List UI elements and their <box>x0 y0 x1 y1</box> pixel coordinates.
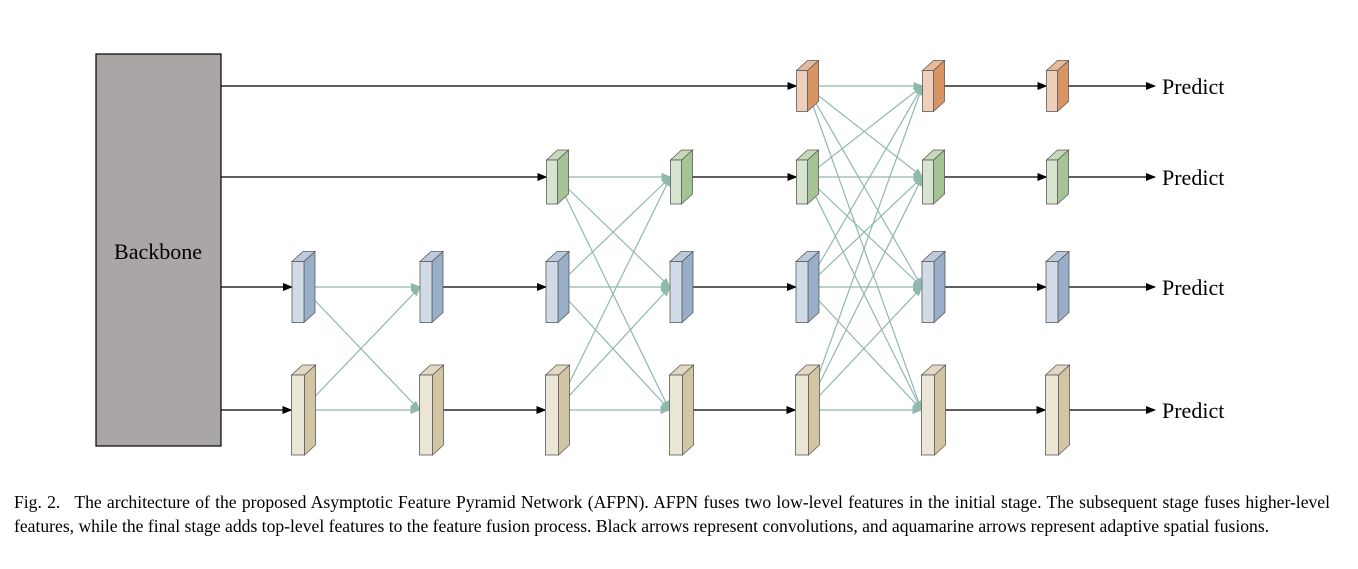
feature-block-level-3-col-1 <box>290 250 317 324</box>
feature-block-level-2-col-6 <box>921 149 946 205</box>
feature-block-front <box>291 261 305 323</box>
feature-block-level-3-col-5 <box>794 250 821 324</box>
feature-block-level-2-col-7 <box>1045 149 1070 205</box>
feature-block-front <box>291 374 305 456</box>
feature-block-side <box>304 364 316 456</box>
feature-blocks <box>290 59 1071 456</box>
feature-block-level-3-col-7 <box>1044 250 1071 324</box>
feature-block-side <box>933 250 946 324</box>
feature-block-level-4-col-6 <box>920 364 947 456</box>
feature-block-level-3-col-4 <box>668 250 695 324</box>
fusion-arrow-stage-3-4-to-1 <box>805 85 924 411</box>
feature-block-front <box>669 374 683 456</box>
figure-caption: Fig. 2.The architecture of the proposed … <box>14 490 1330 538</box>
feature-block-level-4-col-5 <box>794 364 821 456</box>
fusion-arrow-stage-3-3-to-1 <box>805 85 924 288</box>
feature-block-front <box>1046 70 1058 112</box>
feature-block-level-3-col-3 <box>544 250 571 324</box>
fusion-arrows <box>301 82 924 414</box>
feature-block-side <box>303 250 316 324</box>
caption-text: The architecture of the proposed Asympto… <box>14 492 1331 536</box>
feature-block-front <box>1046 159 1058 205</box>
feature-block-side <box>681 250 694 324</box>
feature-block-side <box>431 250 444 324</box>
feature-block-level-1-col-6 <box>921 59 946 113</box>
feature-block-side <box>1057 250 1070 324</box>
feature-block-level-4-col-2 <box>418 364 445 456</box>
figure-label: Fig. 2. <box>14 492 61 512</box>
feature-block-side <box>432 364 444 456</box>
feature-block-level-2-col-3 <box>545 149 570 205</box>
feature-block-side <box>558 364 570 456</box>
fusion-arrow-stage-2-4-to-2 <box>555 176 672 411</box>
feature-block-front <box>545 261 559 323</box>
feature-block-front <box>419 261 433 323</box>
feature-block-front <box>921 261 935 323</box>
feature-block-front <box>795 261 809 323</box>
predict-outputs: Predict Predict Predict Predict <box>1162 74 1224 423</box>
feature-block-front <box>796 70 808 112</box>
feature-block-front <box>546 159 558 205</box>
feature-block-side <box>934 364 946 456</box>
predict-label-level-3: Predict <box>1162 275 1224 300</box>
fusion-arrow-stage-3-4-to-2 <box>805 176 924 411</box>
predict-label-level-4: Predict <box>1162 398 1224 423</box>
predict-label-level-2: Predict <box>1162 165 1224 190</box>
feature-block-front <box>1045 374 1059 456</box>
feature-block-level-2-col-4 <box>669 149 694 205</box>
feature-block-side <box>808 364 820 456</box>
feature-block-front <box>922 70 934 112</box>
fusion-arrow-stage-3-4-to-3 <box>805 286 923 411</box>
fusion-arrow-stage-3-3-to-2 <box>805 176 924 288</box>
feature-block-level-4-col-4 <box>668 364 695 456</box>
feature-block-side <box>807 250 820 324</box>
feature-block-side <box>682 364 694 456</box>
feature-block-level-3-col-6 <box>920 250 947 324</box>
feature-block-side <box>1058 364 1070 456</box>
feature-block-front <box>795 374 809 456</box>
fusion-arrow-stage-3-2-to-1 <box>805 85 924 178</box>
fusion-arrow-stage-2-4-to-3 <box>555 286 671 411</box>
feature-block-level-4-col-1 <box>290 364 317 456</box>
feature-block-front <box>670 159 682 205</box>
feature-block-level-1-col-5 <box>795 59 820 113</box>
predict-label-level-1: Predict <box>1162 74 1224 99</box>
feature-block-front <box>922 159 934 205</box>
fusion-arrow-stage-2-3-to-2 <box>555 176 672 288</box>
feature-block-front <box>669 261 683 323</box>
fusion-arrow-stage-1-4-to-3 <box>301 286 421 411</box>
afpn-diagram: Backbone Predict Predict Predict Predict <box>95 53 1224 456</box>
feature-block-level-1-col-7 <box>1045 59 1070 113</box>
backbone-block <box>95 53 222 447</box>
feature-block-front <box>419 374 433 456</box>
feature-block-front <box>921 374 935 456</box>
feature-block-level-4-col-7 <box>1044 364 1071 456</box>
feature-block-front <box>1045 261 1059 323</box>
feature-block-level-2-col-5 <box>795 149 820 205</box>
feature-block-level-4-col-3 <box>544 364 571 456</box>
feature-block-side <box>557 250 570 324</box>
feature-block-front <box>545 374 559 456</box>
backbone-label: Backbone <box>114 239 202 264</box>
feature-block-level-3-col-2 <box>418 250 445 324</box>
convolution-arrows <box>221 82 1156 414</box>
feature-block-front <box>796 159 808 205</box>
